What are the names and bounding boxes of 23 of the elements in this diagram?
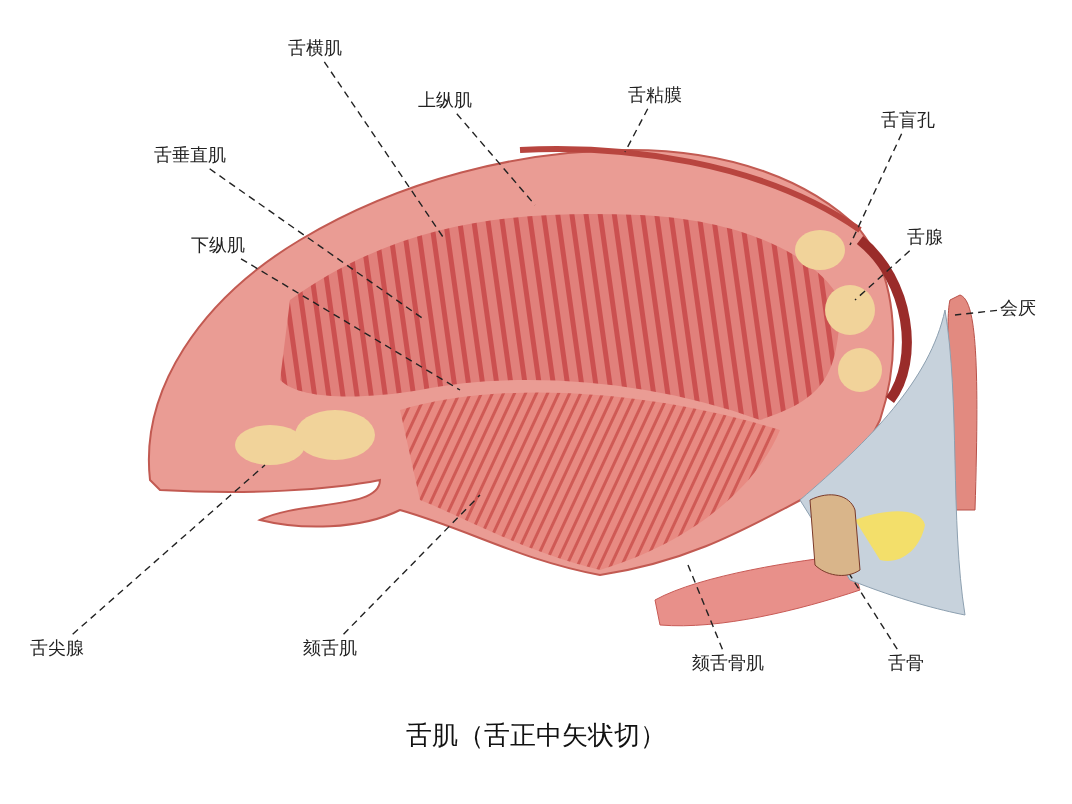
leader-line	[854, 250, 911, 301]
leader-line	[687, 564, 724, 650]
caption: 舌肌（舌正中矢状切）	[405, 719, 667, 752]
part-label: 颏舌肌	[303, 637, 357, 659]
part-label: 舌横肌	[288, 37, 342, 59]
part-label: 舌垂直肌	[154, 144, 226, 166]
leader-line	[456, 113, 536, 206]
part-label: 舌腺	[907, 226, 943, 248]
leader-line	[624, 108, 649, 153]
part-label: 下纵肌	[191, 234, 245, 256]
leader-line	[954, 309, 998, 316]
part-label: 舌骨	[888, 652, 924, 674]
part-label: 舌盲孔	[881, 109, 935, 131]
part-label: 会厌	[1000, 297, 1036, 319]
part-label: 舌尖腺	[30, 637, 84, 659]
leader-line	[849, 133, 903, 246]
part-label: 颏舌骨肌	[692, 652, 764, 674]
leader-line	[72, 464, 266, 635]
leader-line	[342, 494, 481, 635]
leader-line	[240, 258, 461, 391]
part-label: 舌粘膜	[628, 84, 682, 106]
part-label: 上纵肌	[418, 89, 472, 111]
leader-line	[849, 574, 898, 650]
